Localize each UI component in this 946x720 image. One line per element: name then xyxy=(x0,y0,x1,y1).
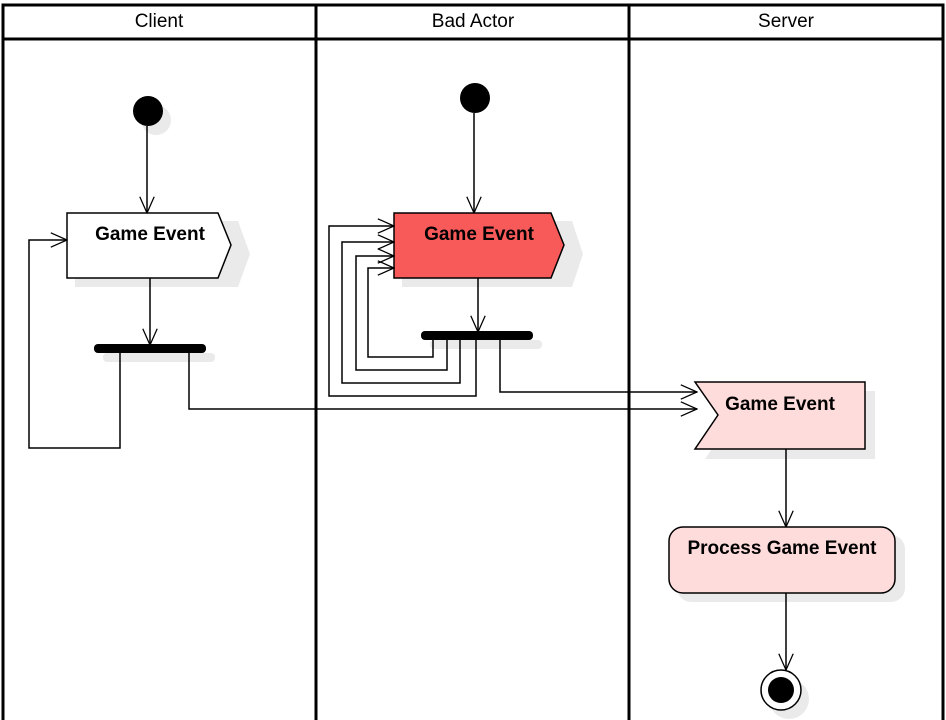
actor-replay-loop-3 xyxy=(341,242,461,384)
lane-title-client: Client xyxy=(135,11,184,32)
lane-title-bad-actor: Bad Actor xyxy=(432,11,515,32)
client-flow-to-server xyxy=(188,353,697,409)
lanes-frame xyxy=(1,3,945,720)
client-send-signal xyxy=(66,212,232,279)
actor-flow-to-server xyxy=(499,340,697,392)
client-loop-flow xyxy=(28,240,121,449)
actor-replay-loops xyxy=(328,226,477,397)
server-receive-signal xyxy=(693,381,866,450)
server-process-action-label: Process Game Event xyxy=(687,538,877,559)
lane-title-server: Server xyxy=(758,11,815,32)
actor-fork-bar xyxy=(421,331,533,340)
actor-replay-loop-2 xyxy=(355,256,448,371)
actor-initial-node xyxy=(460,83,490,113)
server-process-action xyxy=(668,526,896,594)
actor-replay-loop-4 xyxy=(328,226,477,397)
final-node xyxy=(760,669,802,711)
actor-replay-loop-1 xyxy=(367,268,434,358)
client-fork-bar xyxy=(94,344,206,353)
client-send-signal-label: Game Event xyxy=(95,224,205,245)
client-initial-node xyxy=(133,96,163,126)
swimlanes xyxy=(1,3,945,720)
actor-send-signal xyxy=(393,212,565,279)
server-receive-signal-label: Game Event xyxy=(725,394,835,415)
actor-send-signal-label: Game Event xyxy=(424,224,534,245)
